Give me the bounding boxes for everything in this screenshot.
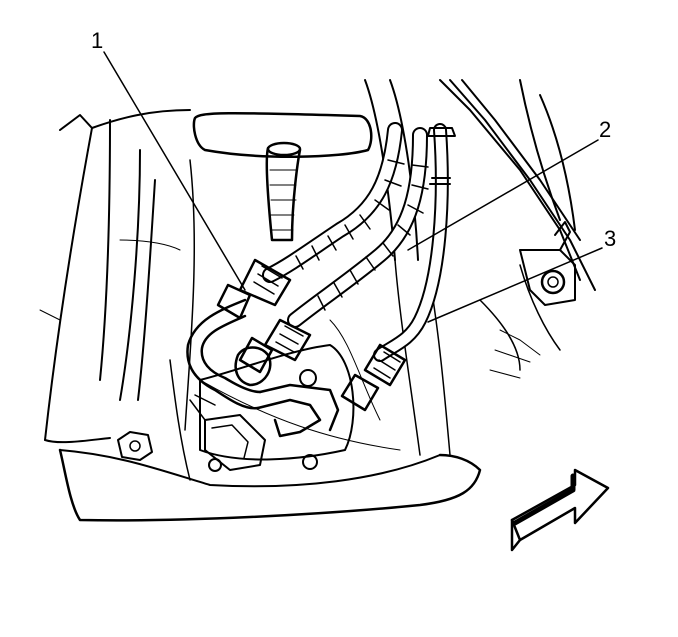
- leader-lines: [103, 51, 603, 323]
- steel-fuel-line: [186, 298, 340, 438]
- quick-connect-fitting-1: [216, 258, 292, 320]
- crossmember: [364, 79, 596, 379]
- tank-pad: [192, 111, 373, 159]
- quick-connect-fitting-2: [238, 318, 312, 374]
- callout-2: 2: [599, 117, 612, 142]
- corrugated-hose-lower: [287, 127, 429, 328]
- mounting-nut: [117, 431, 153, 461]
- bracket-bolt: [519, 221, 576, 306]
- leader-line-2: [407, 139, 599, 251]
- leader-line-3: [427, 247, 603, 323]
- electrical-connector: [189, 394, 266, 471]
- quick-connect-fitting-3: [340, 343, 407, 412]
- callout-3: 3: [604, 226, 617, 251]
- callout-1: 1: [91, 28, 104, 53]
- return-hose: [373, 123, 456, 362]
- forward-arrow-icon: [510, 468, 610, 552]
- frame-outline: [39, 109, 196, 444]
- fuel-sender-module: [199, 344, 355, 472]
- leader-line-1: [103, 51, 246, 291]
- vent-tube: [265, 141, 302, 242]
- corrugated-hose-upper: [262, 122, 405, 283]
